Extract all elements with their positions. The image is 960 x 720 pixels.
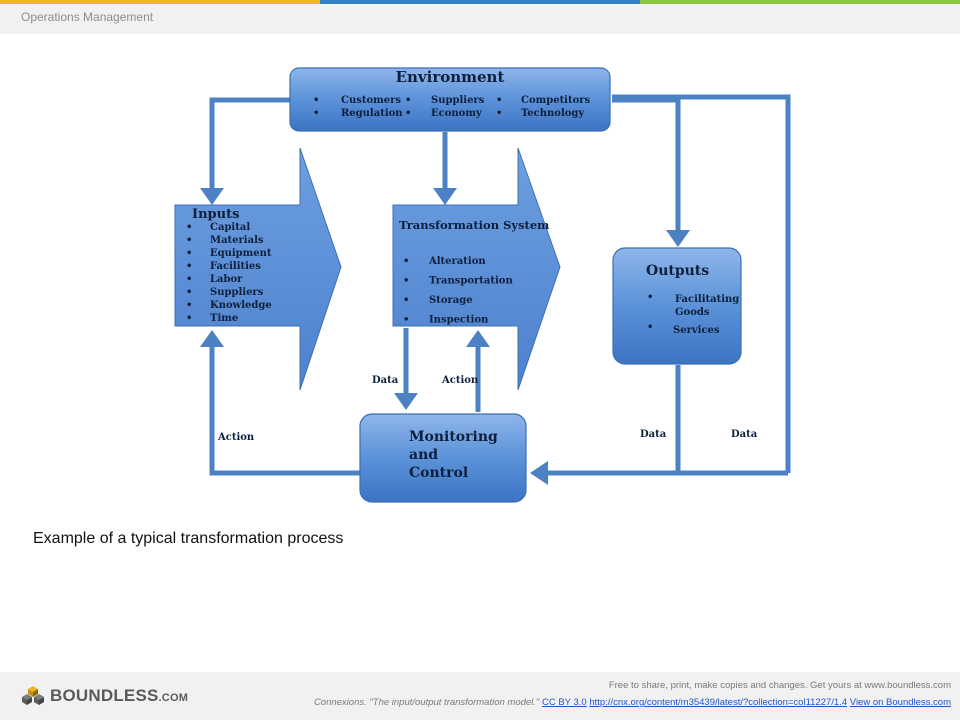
arrowhead-down-transform [433,188,457,205]
bullet: • [186,222,192,233]
inputs-item-capital: Capital [210,222,250,233]
env-item-regulation: Regulation [341,108,403,119]
arrowhead-down-outputs [666,230,690,247]
arrowhead-down-inputs [200,188,224,205]
bullet: • [405,95,411,106]
arrowhead-left-monitoring [530,461,548,485]
env-item-competitors: Competitors [521,95,591,106]
color-bar-blue [320,0,640,4]
env-item-technology: Technology [521,108,585,119]
monitoring-box: Monitoring and Control [359,413,527,503]
source-url-link[interactable]: http://cnx.org/content/m35439/latest/?co… [589,697,848,708]
connector-lines [209,94,791,476]
env-item-customers: Customers [341,95,401,106]
arrowhead-down-monitoring [394,393,418,410]
environment-title: Environment [396,68,505,86]
top-color-bar [0,0,960,4]
bullet: • [403,315,409,326]
boundless-logo[interactable]: BOUNDLESS.COM [22,686,188,706]
output-item-services: Services [673,325,720,336]
logo-wordmark: BOUNDLESS.COM [50,686,188,706]
bullet: • [186,235,192,246]
outputs-box: Outputs • Facilitating Goods • Services [612,247,743,365]
bullet: • [313,95,319,106]
transformation-diagram: Environment • Customers • Regulation • S… [160,60,810,520]
slide-footer: BOUNDLESS.COM Free to share, print, make… [0,672,960,720]
arrowhead-up-inputs [200,330,224,347]
inputs-item-facilities: Facilities [210,261,261,272]
output-item-facilitating-line2: Goods [675,307,710,318]
transform-item-storage: Storage [429,295,473,306]
outputs-title: Outputs [646,263,709,279]
inputs-list: • Capital • Materials • Equipment • Facilities •… [186,222,272,324]
bullet: • [186,274,192,285]
bullet: • [496,108,502,119]
bullet: • [403,276,409,287]
inputs-item-labor: Labor [210,274,243,285]
environment-box: Environment • Customers • Regulation • S… [289,67,611,132]
transform-item-inspection: Inspection [429,315,489,326]
inputs-item-knowledge: Knowledge [210,300,272,311]
transformation-arrow: Transformation System • Alteration • Transp… [392,147,561,391]
monitoring-line1: Monitoring [409,429,498,445]
bullet: • [647,292,653,303]
env-feedback-line [612,94,791,473]
label-data-right2: Data [731,429,758,440]
inputs-item-materials: Materials [210,235,264,246]
label-action-left: Action [217,432,255,443]
env-item-suppliers: Suppliers [431,95,485,106]
monitoring-line3: Control [409,465,468,481]
bullet: • [313,108,319,119]
figure-caption: Example of a typical transformation proc… [33,530,344,547]
label-data-left: Data [372,375,399,386]
slide-header: Operations Management [0,4,960,34]
footer-share-notice: Free to share, print, make copies and ch… [608,680,951,691]
bullet: • [405,108,411,119]
inputs-arrow: Inputs • Capital • Materials • Equipment • Faci… [174,147,342,391]
bullet: • [186,313,192,324]
bullet: • [496,95,502,106]
transformation-title: Transformation System [399,218,549,232]
boundless-logo-icon [22,686,44,705]
attribution-source: Connexions. "The input/output transforma… [313,697,540,708]
transformation-list: • Alteration • Transportation • Storage • Inspe… [403,256,513,326]
bullet: • [186,248,192,259]
bullet: • [186,287,192,298]
view-on-boundless-link[interactable]: View on Boundless.com [849,697,951,708]
footer-attribution: Connexions. "The input/output transforma… [314,697,951,708]
env-to-inputs-line [209,97,290,190]
label-action-mid: Action [441,375,479,386]
env-item-economy: Economy [431,108,483,119]
color-bar-yellow [0,0,320,4]
inputs-item-equipment: Equipment [210,248,272,259]
arrowheads [200,188,690,485]
output-item-facilitating-line1: Facilitating [675,294,739,305]
monitoring-line2: and [409,447,438,463]
bullet: • [186,300,192,311]
bullet: • [403,295,409,306]
inputs-title: Inputs [192,207,239,222]
output-item-facilitating: Facilitating Goods [675,294,743,318]
logo-main-text: BOUNDLESS [50,686,159,705]
inputs-item-suppliers: Suppliers [210,287,264,298]
logo-suffix-text: .COM [158,692,189,704]
bullet: • [403,256,409,267]
color-bar-green [640,0,960,4]
diagram-svg: Environment • Customers • Regulation • S… [174,67,791,503]
bullet: • [647,322,653,333]
slide-title: Operations Management [21,10,154,24]
arrowhead-up-transform [466,330,490,347]
transform-item-transportation: Transportation [429,276,513,287]
label-data-right1: Data [640,429,667,440]
license-link[interactable]: CC BY 3.0 [541,697,587,708]
inputs-item-time: Time [210,313,238,324]
transform-item-alteration: Alteration [428,256,486,267]
monitoring-action-left-line [209,345,360,476]
bullet: • [186,261,192,272]
env-to-outputs-line [612,97,681,232]
